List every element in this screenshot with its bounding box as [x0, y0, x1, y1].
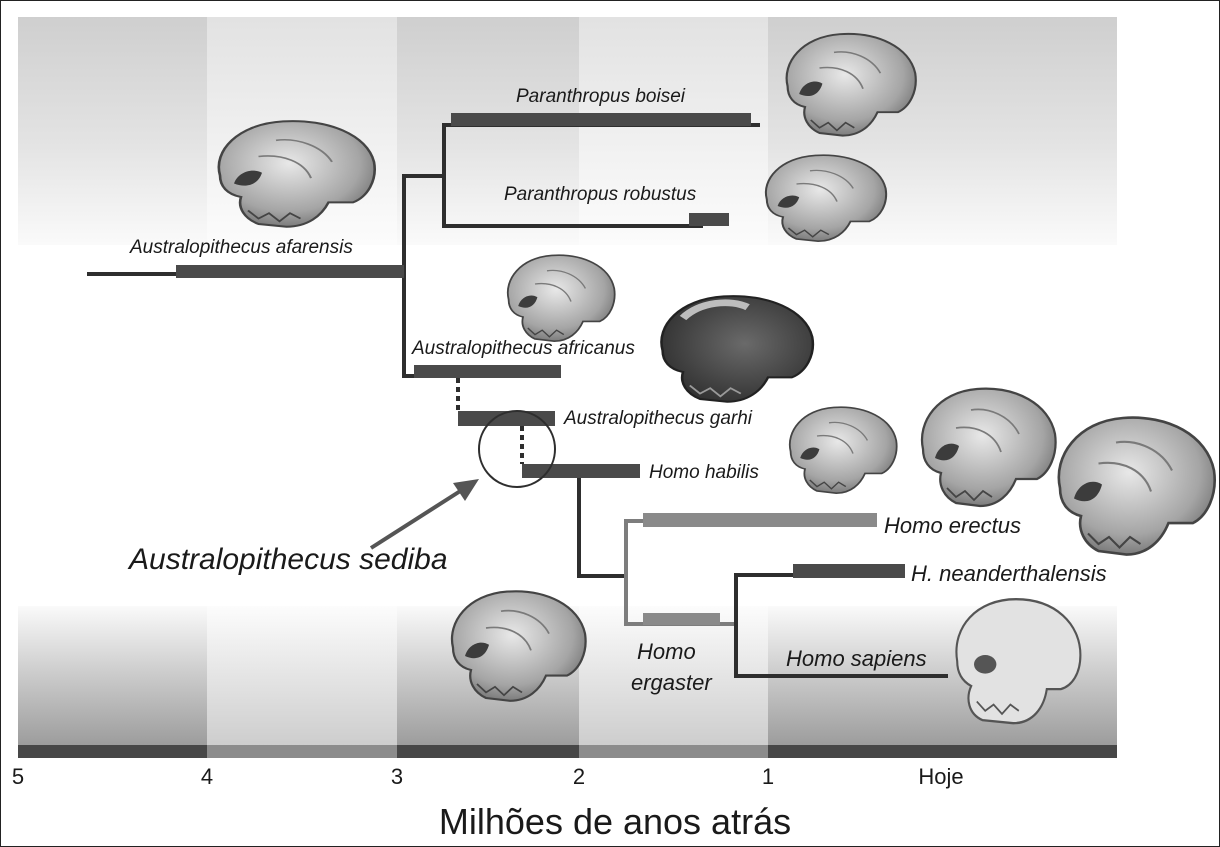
skull-icon: [508, 255, 615, 341]
axis-tick-today: Hoje: [918, 764, 963, 789]
connector-habilis-trunk: [579, 478, 626, 576]
label-habilis: Homo habilis: [649, 462, 759, 483]
skull-icon: [790, 407, 897, 493]
bar-boisei: [451, 113, 751, 126]
label-neanderthal: H. neanderthalensis: [911, 561, 1107, 586]
axis-tick-4: 4: [201, 764, 213, 789]
label-sapiens: Homo sapiens: [786, 646, 927, 671]
bar-neanderthal: [793, 564, 905, 578]
label-ergaster-line2: ergaster: [631, 670, 713, 695]
label-ergaster-line1: Homo: [637, 639, 696, 664]
bar-erectus: [643, 513, 877, 527]
label-boisei: Paranthropus boisei: [516, 86, 686, 107]
bar-afarensis: [176, 265, 404, 278]
label-garhi: Australopithecus garhi: [563, 408, 753, 429]
axis-tick-3: 3: [391, 764, 403, 789]
axis-tick-1: 1: [762, 764, 774, 789]
bar-africanus: [414, 365, 561, 378]
bar-ergaster: [643, 613, 720, 625]
axis-title: Milhões de anos atrás: [439, 801, 791, 842]
skull-icon: [922, 389, 1056, 506]
skull-icon: [661, 296, 812, 402]
bar-robustus: [689, 213, 729, 226]
axis-tick-5: 5: [12, 764, 24, 789]
label-erectus: Homo erectus: [884, 513, 1021, 538]
label-robustus: Paranthropus robustus: [504, 184, 697, 205]
skull-icon: [1059, 418, 1215, 555]
label-sediba: Australopithecus sediba: [127, 543, 448, 576]
bar-habilis: [522, 464, 640, 478]
axis-tick-labels: 5 4 3 2 1 Hoje: [12, 764, 964, 789]
arrow-icon: [371, 479, 479, 548]
label-africanus: Australopithecus africanus: [411, 338, 635, 359]
axis-tick-2: 2: [573, 764, 585, 789]
time-axis-strip: [18, 745, 1117, 758]
label-afarensis: Australopithecus afarensis: [129, 237, 353, 258]
